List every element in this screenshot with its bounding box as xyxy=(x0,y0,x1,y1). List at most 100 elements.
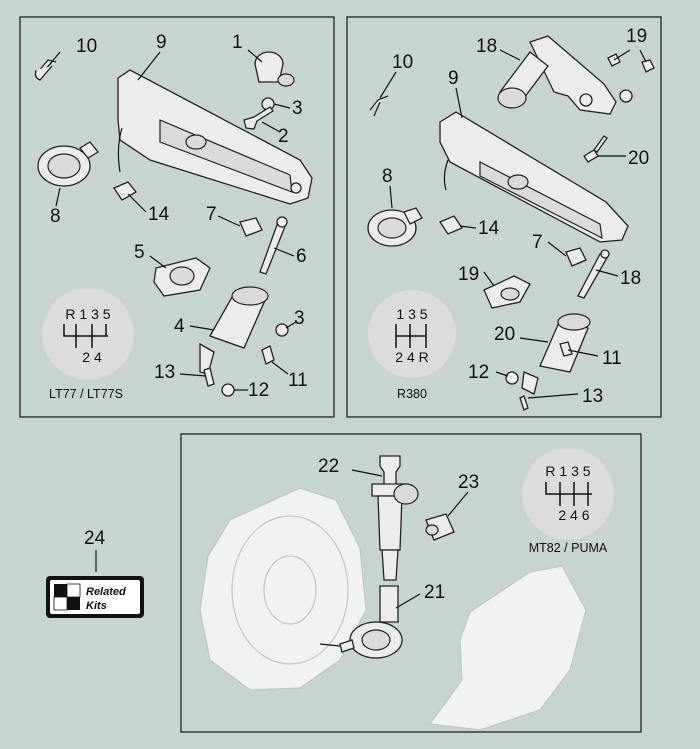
leader-8 xyxy=(55,187,61,207)
callout-r-16: 19 xyxy=(626,26,647,47)
leader-4 xyxy=(189,325,215,331)
callout-12: 12 xyxy=(248,380,269,401)
bolt-short xyxy=(261,345,275,365)
callout-9: 9 xyxy=(156,32,167,53)
bracket-hole xyxy=(619,89,633,103)
callout-14: 14 xyxy=(148,204,170,225)
callout-r-8: 8 xyxy=(382,166,393,187)
fork-r380-pivot xyxy=(507,174,529,190)
concentric-slave-bore xyxy=(361,629,391,651)
clutch-fork-r380 xyxy=(439,111,629,243)
pivot-ball xyxy=(254,51,284,83)
gasket-hole xyxy=(169,266,195,286)
leader-6 xyxy=(273,247,295,257)
gear-pattern-lt77: R 1 3 5 2 4 xyxy=(42,288,134,380)
panel-r380: 10 9 18 19 20 8 14 7 18 19 20 11 12 13 1… xyxy=(346,16,662,418)
bolt xyxy=(243,106,274,130)
leader-r-10 xyxy=(379,71,397,99)
callout-r-17: 20 xyxy=(628,148,649,169)
callout-8: 8 xyxy=(50,206,61,227)
leader-21 xyxy=(395,593,421,609)
hydraulic-connector-stem xyxy=(381,549,399,581)
callout-11: 11 xyxy=(288,370,308,391)
gear-bottom-row-r380: 2 4 R xyxy=(395,349,428,365)
leader-3a xyxy=(273,103,291,109)
bracket-tube-end xyxy=(497,87,527,109)
gear-gate-lines-r380 xyxy=(395,324,427,348)
panel-caption-lt77: LT77 / LT77S xyxy=(49,387,123,401)
panel-caption-r380: R380 xyxy=(397,387,427,401)
pushrod xyxy=(259,221,287,275)
gear-knob xyxy=(42,288,134,380)
callout-21: 21 xyxy=(424,582,445,603)
callout-3a: 3 xyxy=(292,98,303,119)
fork-pad xyxy=(113,181,137,201)
callout-r-19: 19 xyxy=(458,264,479,285)
slave-cylinder-r380-nipple xyxy=(521,371,539,395)
leader-11 xyxy=(271,361,289,375)
callout-r-11: 11 xyxy=(602,348,622,369)
leader-r-20 xyxy=(519,337,549,343)
leader-9 xyxy=(137,51,161,81)
fork-hole xyxy=(290,182,302,194)
pressure-plate-ghost xyxy=(199,487,367,691)
bleed-screw xyxy=(203,367,215,387)
cap xyxy=(221,383,235,397)
nut xyxy=(275,323,289,337)
gear-bottom-row-mt82: 2 4 6 xyxy=(558,507,589,523)
leader-r-9 xyxy=(455,87,463,119)
gasket-r380-hole xyxy=(500,287,520,301)
callout-22: 22 xyxy=(318,456,339,477)
pipe-fitting-end xyxy=(425,524,439,536)
clip-hook xyxy=(34,65,53,81)
callout-6: 6 xyxy=(296,246,307,267)
release-bearing-inner xyxy=(47,153,81,179)
release-bearing-clip xyxy=(79,141,99,159)
cap-r380 xyxy=(505,371,519,385)
callout-24: 24 xyxy=(84,528,106,549)
callout-r-10: 10 xyxy=(392,52,413,73)
release-bearing-r380-inner xyxy=(377,217,407,239)
gear-bottom-row: 2 4 xyxy=(82,349,102,365)
hydraulic-connector-body xyxy=(377,495,403,551)
checker-bl xyxy=(53,596,68,611)
slave-cylinder-top xyxy=(231,286,269,306)
callout-r-20: 20 xyxy=(494,324,515,345)
leader-2 xyxy=(261,121,281,133)
leader-r-12 xyxy=(495,371,509,377)
leader-22 xyxy=(351,469,383,477)
callout-r-9: 9 xyxy=(448,68,459,89)
hydraulic-connector-port xyxy=(393,483,419,505)
leader-r-7 xyxy=(547,241,567,257)
leader-10 xyxy=(49,51,61,65)
panel-lt77: 10 9 1 3 2 8 14 7 6 5 4 3 11 13 12 R 1 3… xyxy=(19,16,335,418)
related-kits-label-1: Related xyxy=(86,586,126,598)
concentric-slave-neck xyxy=(379,585,399,623)
callout-1: 1 xyxy=(232,32,243,53)
callout-23: 23 xyxy=(458,472,479,493)
slave-cylinder-r380-top xyxy=(557,313,591,331)
bracket xyxy=(529,35,617,115)
panel-mt82-frame xyxy=(180,433,642,733)
gear-gate-lines-mt82 xyxy=(545,482,592,506)
related-kits-badge[interactable]: 24 Related Kits xyxy=(46,528,144,618)
callout-2: 2 xyxy=(278,126,289,147)
pivot-base xyxy=(277,73,295,87)
checker-br xyxy=(67,597,80,610)
leader-r-14 xyxy=(459,225,477,229)
related-kits-label-2: Kits xyxy=(86,600,107,612)
bolt-r380 xyxy=(583,135,608,163)
leader-r-19 xyxy=(483,271,495,287)
gear-top-row-mt82: R 1 3 5 xyxy=(545,463,590,479)
callout-3b: 3 xyxy=(294,308,305,329)
pivot-pad-r380 xyxy=(565,247,587,267)
callout-7: 7 xyxy=(206,204,217,225)
panel-lt77-frame xyxy=(19,16,335,418)
clip-part-r380 xyxy=(369,95,389,117)
gear-gate-lines xyxy=(63,324,108,348)
panel-r380-frame xyxy=(346,16,662,418)
leader-5 xyxy=(149,255,167,269)
leader-r-11 xyxy=(567,349,599,357)
concentric-slave-bolt xyxy=(339,639,355,653)
